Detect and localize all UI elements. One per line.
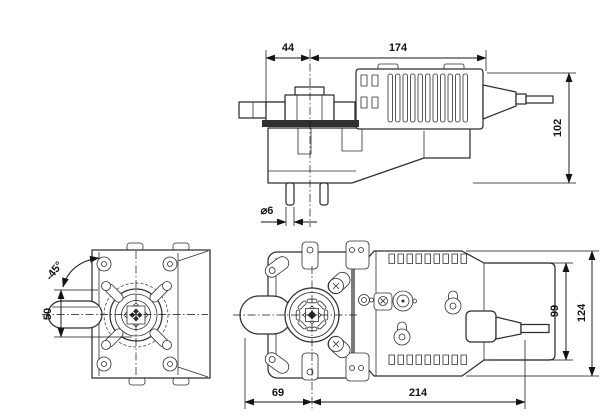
top-view: 69 214 99 124 — [233, 240, 599, 409]
cable-grommet — [358, 294, 374, 306]
dim-diameter-6: ⌀6 — [261, 205, 274, 217]
dim-horizontal-top: 44 174 — [265, 42, 487, 110]
universal-clamp-front — [101, 281, 172, 350]
dim-99: 99 — [549, 305, 561, 317]
dim-50: 50 — [42, 308, 54, 320]
dim-102-group: 102 — [473, 72, 576, 184]
dim-102: 102 — [552, 119, 564, 137]
cable-gland — [482, 84, 554, 120]
shaft-clamp-side — [238, 86, 359, 127]
keyhole-slot-right — [444, 290, 462, 315]
plan-body — [351, 250, 556, 377]
motor-housing — [355, 63, 484, 130]
gearbox-body — [267, 127, 471, 184]
dim-174: 174 — [389, 42, 408, 54]
corner-lugs — [96, 256, 178, 372]
dim-44: 44 — [282, 42, 295, 54]
cooling-ribs — [387, 73, 468, 123]
dim-69: 69 — [272, 387, 284, 399]
manual-override-knob — [392, 290, 417, 312]
mounting-bracket — [264, 240, 370, 382]
vent-slots-bottom — [388, 354, 467, 365]
screw-bracket — [373, 292, 393, 311]
dim-right-group: 99 124 — [466, 250, 599, 377]
dim-angle-group: -45° — [44, 255, 100, 288]
keyhole-slot-left — [393, 321, 411, 346]
dim-214: 214 — [409, 387, 428, 399]
vent-slots-top — [388, 253, 467, 264]
dim-124: 124 — [576, 303, 588, 322]
anti-rotation-pins — [285, 182, 329, 206]
dim-50-group: 50 — [42, 289, 132, 338]
dim-bottom-group: 69 214 — [244, 338, 526, 409]
side-view: 44 174 102 ⌀6 — [238, 42, 576, 227]
front-view: 50 -45° — [42, 242, 211, 386]
mounting-plate — [262, 120, 359, 127]
cable-gland-plan — [465, 310, 550, 343]
dim-angle-45: -45° — [44, 259, 66, 282]
dim-dia6-group: ⌀6 — [261, 205, 317, 226]
